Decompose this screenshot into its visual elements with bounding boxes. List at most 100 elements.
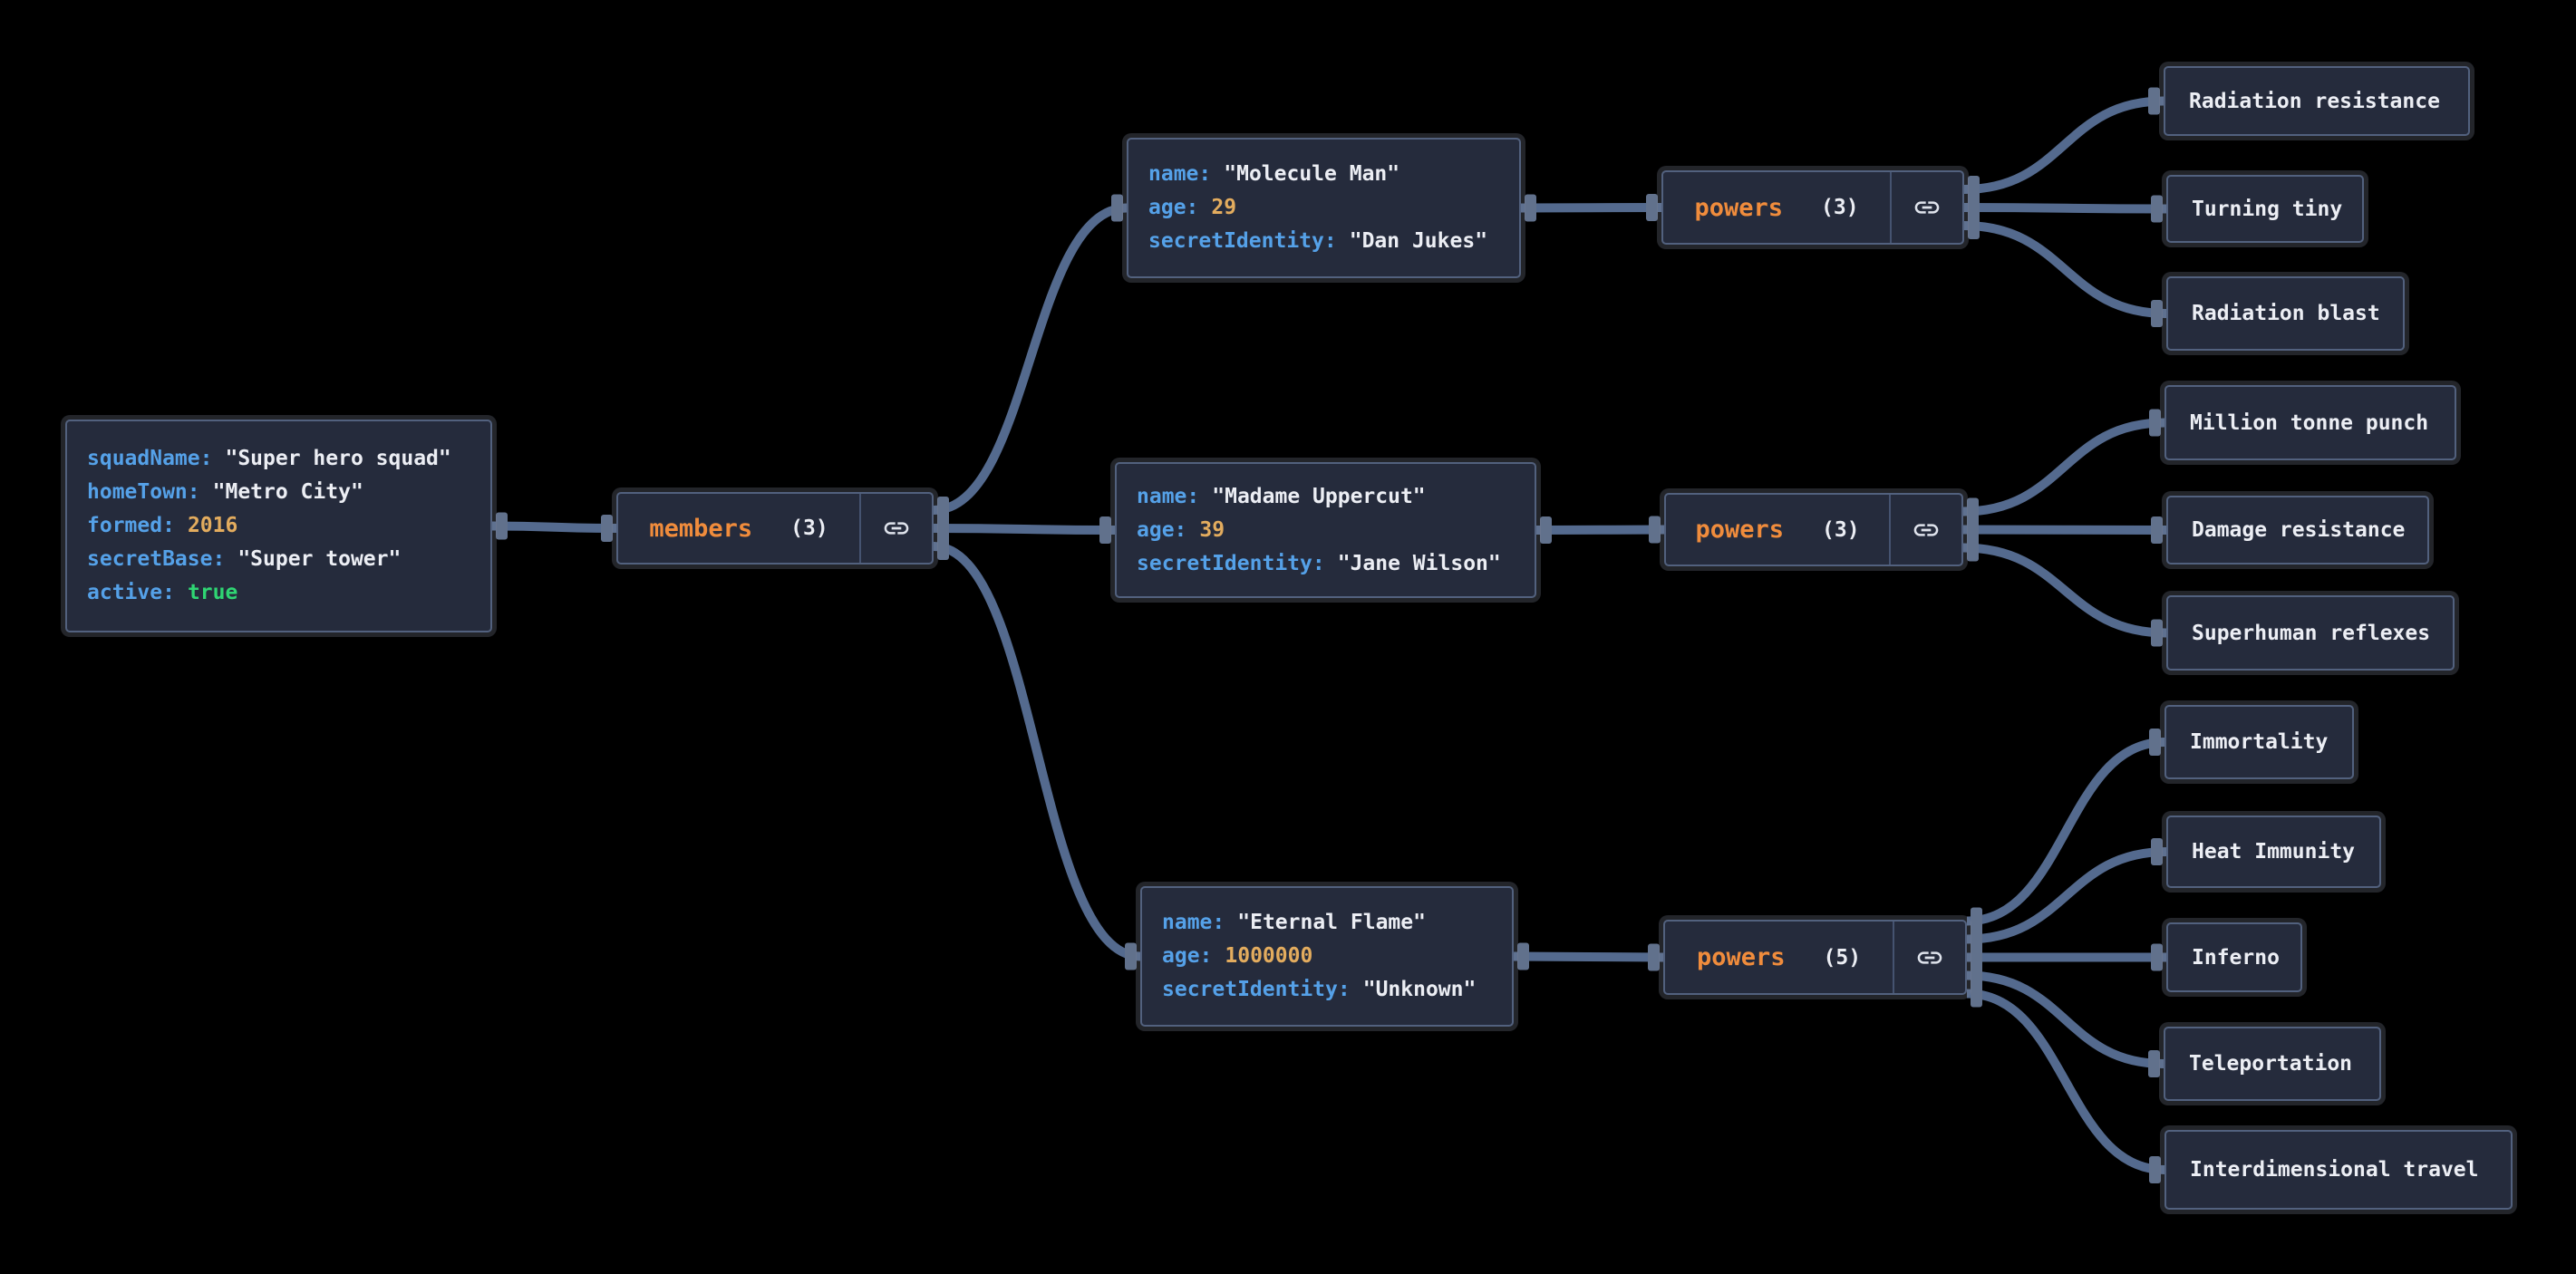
field-key: secretBase:	[87, 547, 226, 571]
leaf-text: Interdimensional travel	[2190, 1158, 2479, 1182]
field-row: secretIdentity: "Unknown"	[1162, 973, 1492, 1007]
link-icon[interactable]	[1890, 172, 1962, 243]
field-value: "Eternal Flame"	[1237, 911, 1426, 934]
leaf-text: Turning tiny	[2192, 197, 2343, 221]
leaf-text: Million tonne punch	[2190, 410, 2429, 435]
leaf-text: Superhuman reflexes	[2192, 621, 2431, 645]
edge-tick	[1649, 516, 1661, 544]
node-powers-1[interactable]: powers (3)	[1661, 170, 1964, 245]
edge-tick	[601, 515, 613, 542]
array-node-label: powers (3)	[1663, 172, 1890, 243]
node-root[interactable]: squadName:"Super hero squad"homeTown:"Me…	[65, 420, 492, 632]
field-value: 29	[1211, 196, 1237, 219]
field-value: true	[187, 581, 238, 604]
node-power-2b[interactable]: Damage resistance	[2166, 496, 2429, 565]
array-count: (3)	[1821, 196, 1859, 219]
edge-path	[1966, 738, 2165, 926]
edge-tick	[2151, 943, 2163, 971]
field-value: "Super hero squad"	[225, 447, 451, 470]
link-icon[interactable]	[859, 494, 932, 563]
node-powers-3[interactable]: powers(5)	[1663, 920, 1967, 995]
edge-path	[1966, 970, 2164, 1068]
field-key: secretIdentity:	[1148, 229, 1337, 253]
leaf-text: Radiation blast	[2192, 302, 2380, 325]
node-power-1a[interactable]: Radiation resistance	[2164, 66, 2470, 136]
node-power-3a[interactable]: Immortality	[2164, 705, 2354, 779]
node-power-1b[interactable]: Turning tiny	[2166, 175, 2364, 243]
field-row: name:"Molecule Man"	[1148, 158, 1499, 191]
edge-tick	[2148, 1050, 2160, 1077]
edge-tick	[1099, 516, 1111, 544]
edge-path	[1962, 418, 2165, 516]
link-icon[interactable]	[1893, 922, 1965, 993]
edge-tick	[1125, 942, 1137, 970]
edge-tick	[2149, 729, 2161, 756]
leaf-text: Teleportation	[2189, 1052, 2353, 1076]
array-key: powers	[1694, 193, 1783, 222]
edge-tick	[2151, 516, 2163, 544]
field-value: 2016	[187, 514, 238, 537]
array-node-label: powers(5)	[1665, 922, 1893, 993]
field-key: active:	[87, 581, 175, 604]
array-count: (3)	[790, 516, 828, 540]
edge-tick	[1967, 534, 1979, 562]
node-member-1[interactable]: name:"Molecule Man" age: 29 secretIdentity:…	[1127, 138, 1521, 278]
field-value: "Metro City"	[212, 480, 363, 504]
field-value: 1000000	[1225, 944, 1313, 968]
leaf-text: Damage resistance	[2192, 518, 2406, 542]
edge-tick	[937, 533, 949, 560]
edge-tick	[1968, 212, 1980, 239]
edge-path	[933, 542, 1141, 961]
node-power-2c[interactable]: Superhuman reflexes	[2166, 595, 2455, 671]
node-members[interactable]: members (3)	[616, 492, 934, 565]
field-key: homeTown:	[87, 480, 200, 504]
array-node-label: members (3)	[618, 494, 859, 563]
edge-tick	[2151, 619, 2163, 647]
edge-path	[933, 524, 1116, 535]
edge-tick	[496, 512, 508, 540]
array-key: members	[649, 514, 753, 543]
field-key: secretIdentity:	[1162, 978, 1351, 1001]
node-power-3b[interactable]: Heat Immunity	[2166, 816, 2381, 888]
field-key: age:	[1137, 517, 1187, 542]
edge-path	[1962, 525, 2167, 535]
edge-tick	[1540, 516, 1552, 544]
edge-path	[1963, 203, 2167, 214]
array-key: powers	[1695, 516, 1784, 544]
leaf-text: Immortality	[2190, 730, 2329, 754]
edge-path	[1535, 525, 1665, 535]
edge-tick	[1517, 942, 1529, 970]
edge-tick	[1525, 194, 1536, 222]
node-power-3d[interactable]: Teleportation	[2164, 1027, 2381, 1101]
leaf-text: Inferno	[2192, 945, 2280, 970]
edge-tick	[2148, 87, 2160, 115]
field-value: "Unknown"	[1362, 978, 1477, 1001]
field-row: secretIdentity:"Jane Wilson"	[1137, 547, 1515, 581]
field-key: age:	[1148, 196, 1199, 219]
node-power-2a[interactable]: Million tonne punch	[2164, 385, 2456, 460]
leaf-text: Radiation resistance	[2189, 89, 2440, 113]
node-power-3e[interactable]: Interdimensional travel	[2164, 1130, 2513, 1210]
edge-path	[491, 521, 617, 533]
edge-tick	[2151, 838, 2163, 865]
field-value: "Jane Wilson"	[1337, 551, 1501, 575]
array-key: powers	[1696, 943, 1786, 971]
node-power-3c[interactable]: Inferno	[2166, 922, 2302, 992]
field-value: "Madame Uppercut"	[1212, 484, 1426, 508]
field-value: "Super tower"	[237, 547, 402, 571]
edge-path	[1966, 989, 2165, 1174]
field-value: "Dan Jukes"	[1349, 229, 1488, 253]
field-key: formed:	[87, 514, 175, 537]
field-key: name:	[1148, 162, 1212, 186]
field-row: formed: 2016	[87, 509, 470, 543]
edge-path	[1963, 221, 2167, 318]
node-powers-2[interactable]: powers(3)	[1664, 493, 1963, 566]
edge-tick	[1111, 194, 1123, 222]
node-power-1c[interactable]: Radiation blast	[2166, 276, 2405, 351]
field-key: name:	[1137, 484, 1200, 508]
link-icon[interactable]	[1889, 495, 1961, 565]
array-node-label: powers(3)	[1666, 495, 1889, 565]
